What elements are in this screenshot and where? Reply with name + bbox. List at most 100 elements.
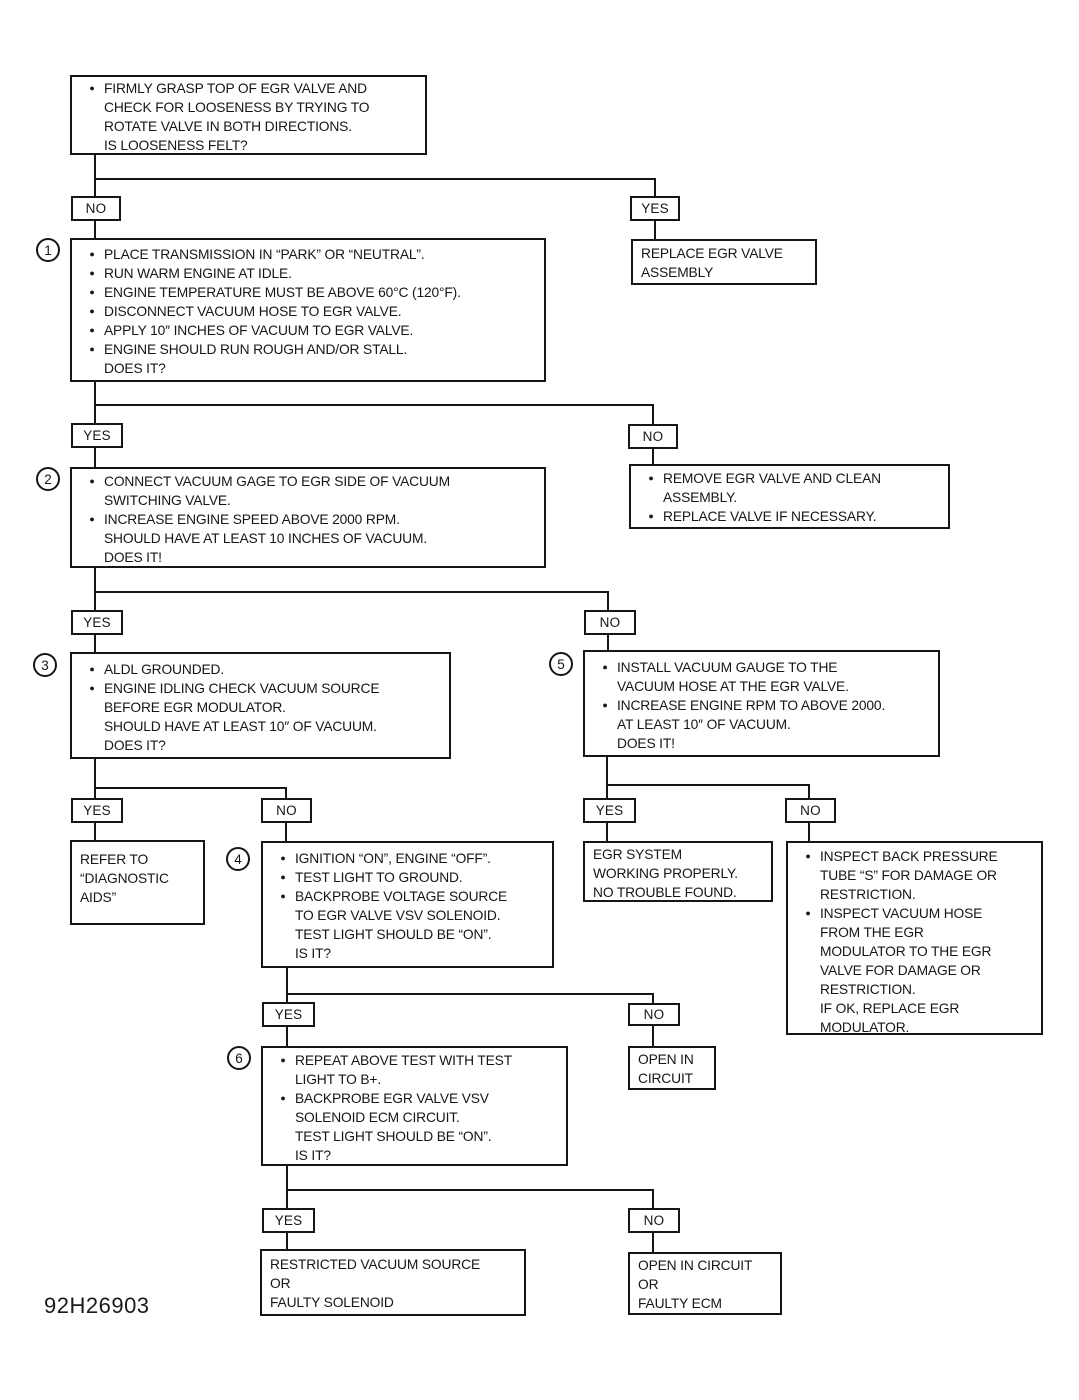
line-text: DOES IT? xyxy=(104,738,166,753)
line-text: ROTATE VALVE IN BOTH DIRECTIONS. xyxy=(104,119,352,134)
connector-line xyxy=(94,591,609,593)
line-text: FROM THE EGR xyxy=(820,925,924,940)
bullet-icon: ● xyxy=(89,344,95,354)
line-text: INSPECT VACUUM HOSE xyxy=(820,906,983,921)
node-inspect-back-pressure-tube: ●INSPECT BACK PRESSURE TUBE “S” FOR DAMAG… xyxy=(786,841,1043,1035)
decision-no-test-light: NO xyxy=(628,1003,680,1026)
text-line: DOES IT! xyxy=(80,548,540,567)
text-line: OPEN IN CIRCUIT xyxy=(630,1256,774,1275)
line-text: BACKPROBE VOLTAGE SOURCE xyxy=(295,889,508,904)
connector-line xyxy=(652,404,654,424)
text-line: OPEN IN xyxy=(630,1050,708,1069)
connector-line xyxy=(94,759,96,787)
text-line: FAULTY ECM xyxy=(630,1294,774,1313)
line-text: WORKING PROPERLY. xyxy=(593,866,738,881)
line-text: RUN WARM ENGINE AT IDLE. xyxy=(104,266,292,281)
line-text: REPLACE VALVE IF NECESSARY. xyxy=(663,509,877,524)
text-line: TEST LIGHT SHOULD BE “ON”. xyxy=(271,925,548,944)
text-line: ●BACKPROBE VOLTAGE SOURCE xyxy=(271,887,548,906)
line-text: IS IT? xyxy=(295,946,331,961)
line-text: FIRMLY GRASP TOP OF EGR VALVE AND xyxy=(104,81,367,96)
text-line: IS IT? xyxy=(271,1146,562,1165)
step-number-2: 2 xyxy=(36,467,60,491)
line-text: REMOVE EGR VALVE AND CLEAN xyxy=(663,471,881,486)
text-line: ●INCREASE ENGINE SPEED ABOVE 2000 RPM. xyxy=(80,510,540,529)
text-line: EGR SYSTEM xyxy=(585,845,765,864)
text-line: CIRCUIT xyxy=(630,1069,708,1088)
decision-no-gauge-at-valve: NO xyxy=(785,798,836,823)
text-line: ●REMOVE EGR VALVE AND CLEAN xyxy=(639,469,944,488)
line-text: SOLENOID ECM CIRCUIT. xyxy=(295,1110,460,1125)
decision-no-rough-stall: NO xyxy=(628,424,678,449)
decision-yes-test-light: YES xyxy=(262,1002,315,1027)
connector-line xyxy=(607,591,609,610)
text-line: SWITCHING VALVE. xyxy=(80,491,540,510)
text-line: ●INSPECT BACK PRESSURE xyxy=(796,847,1037,866)
decision-yes-rough-stall: YES xyxy=(71,423,123,448)
connector-line xyxy=(285,787,287,798)
line-text: OPEN IN xyxy=(638,1052,694,1067)
bullet-icon: ● xyxy=(89,268,95,278)
line-text: TO EGR VALVE VSV SOLENOID. xyxy=(295,908,501,923)
connector-line xyxy=(652,1233,654,1252)
connector-line xyxy=(286,968,288,993)
connector-line xyxy=(94,155,96,180)
text-line: ●INCREASE ENGINE RPM TO ABOVE 2000. xyxy=(593,696,934,715)
text-line: CHECK FOR LOOSENESS BY TRYING TO xyxy=(80,98,421,117)
line-text: REFER TO xyxy=(80,852,149,867)
text-line: DOES IT? xyxy=(80,736,445,755)
node-remove-and-clean-egr-valve: ●REMOVE EGR VALVE AND CLEAN ASSEMBLY. ● REP… xyxy=(629,464,950,529)
line-text: DISCONNECT VACUUM HOSE TO EGR VALVE. xyxy=(104,304,402,319)
decision-yes-bplus-test: YES xyxy=(262,1208,315,1233)
text-line: SHOULD HAVE AT LEAST 10 INCHES OF VACUUM… xyxy=(80,529,540,548)
bullet-icon: ● xyxy=(89,683,95,693)
line-text: MODULATOR. xyxy=(820,1020,910,1035)
connector-line xyxy=(94,787,96,798)
line-text: INSPECT BACK PRESSURE xyxy=(820,849,998,864)
step-number-3: 3 xyxy=(33,653,57,677)
decision-yes-gauge-at-valve: YES xyxy=(583,798,636,823)
line-text: ASSEMBLY. xyxy=(663,490,738,505)
connector-line xyxy=(94,635,96,652)
bullet-icon: ● xyxy=(89,306,95,316)
line-text: RESTRICTED VACUUM SOURCE xyxy=(270,1257,481,1272)
connector-line xyxy=(606,823,608,841)
line-text: TUBE “S” FOR DAMAGE OR xyxy=(820,868,997,883)
line-text: BEFORE EGR MODULATOR. xyxy=(104,700,286,715)
text-line: TO EGR VALVE VSV SOLENOID. xyxy=(271,906,548,925)
text-line: RESTRICTED VACUUM SOURCE xyxy=(262,1255,518,1274)
text-line: ●FIRMLY GRASP TOP OF EGR VALVE AND xyxy=(80,79,421,98)
step-number-4: 4 xyxy=(226,847,250,871)
text-line: ROTATE VALVE IN BOTH DIRECTIONS. xyxy=(80,117,421,136)
connector-line xyxy=(652,993,654,1003)
text-line: ● REPLACE VALVE IF NECESSARY. xyxy=(639,507,944,526)
connector-line xyxy=(654,221,656,239)
line-text: IS LOOSENESS FELT? xyxy=(104,138,248,153)
bullet-icon: ● xyxy=(602,662,608,672)
node-step4-test-light-ground: ●IGNITION “ON”, ENGINE “OFF”.●TEST LIGHT… xyxy=(261,841,554,968)
bullet-icon: ● xyxy=(648,511,654,521)
line-text: ENGINE IDLING CHECK VACUUM SOURCE xyxy=(104,681,380,696)
bullet-icon: ● xyxy=(89,325,95,335)
connector-line xyxy=(286,1189,654,1191)
connector-line xyxy=(286,1027,288,1046)
text-line: ●REPEAT ABOVE TEST WITH TEST xyxy=(271,1051,562,1070)
text-line: RESTRICTION. xyxy=(796,885,1037,904)
line-text: REPEAT ABOVE TEST WITH TEST xyxy=(295,1053,513,1068)
text-line: OR xyxy=(262,1274,518,1293)
text-line: “DIAGNOSTIC xyxy=(72,869,197,888)
connector-line xyxy=(606,784,810,786)
step-number-6: 6 xyxy=(227,1046,251,1070)
text-line: ASSEMBLY. xyxy=(639,488,944,507)
text-line: NO TROUBLE FOUND. xyxy=(585,883,765,902)
line-text: SHOULD HAVE AT LEAST 10″ OF VACUUM. xyxy=(104,719,377,734)
line-text: AIDS” xyxy=(80,890,117,905)
node-step2-vsv-vacuum-check: ●CONNECT VACUUM GAGE TO EGR SIDE OF VACU… xyxy=(70,467,546,568)
text-line: ●CONNECT VACUUM GAGE TO EGR SIDE OF VACU… xyxy=(80,472,540,491)
connector-line xyxy=(285,823,287,841)
line-text: VALVE FOR DAMAGE OR xyxy=(820,963,981,978)
line-text: INCREASE ENGINE RPM TO ABOVE 2000. xyxy=(617,698,886,713)
text-line: LIGHT TO B+. xyxy=(271,1070,562,1089)
